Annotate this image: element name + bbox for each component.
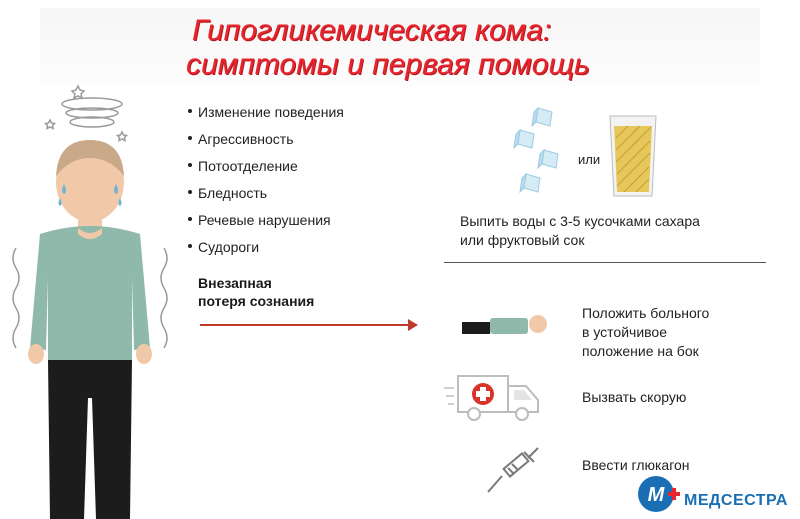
lying-person-icon	[462, 315, 547, 334]
list-item: Изменение поведения	[188, 102, 344, 129]
head	[56, 142, 124, 222]
list-item: Речевые нарушения	[188, 210, 344, 237]
medsestra-logo-icon: М	[638, 476, 680, 512]
juice-glass-icon	[609, 115, 657, 197]
list-item: Агрессивность	[188, 129, 344, 156]
list-item: Судороги	[188, 237, 344, 264]
call-ambulance-instruction: Вызвать скорую	[582, 389, 687, 405]
ambulance-icon	[444, 375, 539, 421]
arrow-line	[200, 324, 412, 326]
section-divider	[444, 262, 766, 263]
title-banner	[40, 8, 760, 86]
syringe-icon	[487, 447, 539, 493]
arrow-right-icon	[408, 319, 418, 331]
brand-name: МЕДСЕСТРА	[684, 492, 788, 509]
inject-glucagon-instruction: Ввести глюкагон	[582, 457, 690, 473]
list-item: Потоотделение	[188, 156, 344, 183]
or-label: или	[578, 152, 601, 167]
recovery-position-instruction: Положить больного в устойчивое положение…	[582, 305, 710, 359]
svg-text:М: М	[648, 484, 666, 506]
pants	[48, 360, 132, 519]
drink-instruction: Выпить воды с 3-5 кусочками сахара или ф…	[460, 213, 700, 248]
dizzy-swirl-icon	[43, 84, 129, 142]
person-figure	[12, 84, 168, 519]
shirt	[30, 226, 150, 360]
ice-cubes-icon	[513, 106, 559, 194]
list-item: Бледность	[188, 183, 344, 210]
symptoms-list: Изменение поведения Агрессивность Потоот…	[188, 102, 344, 264]
page-title-line1: Гипогликемическая кома:	[192, 14, 552, 47]
sudden-loss-label: Внезапная потеря сознания	[198, 275, 315, 309]
page-title-line2: симптомы и первая помощь	[186, 48, 590, 81]
